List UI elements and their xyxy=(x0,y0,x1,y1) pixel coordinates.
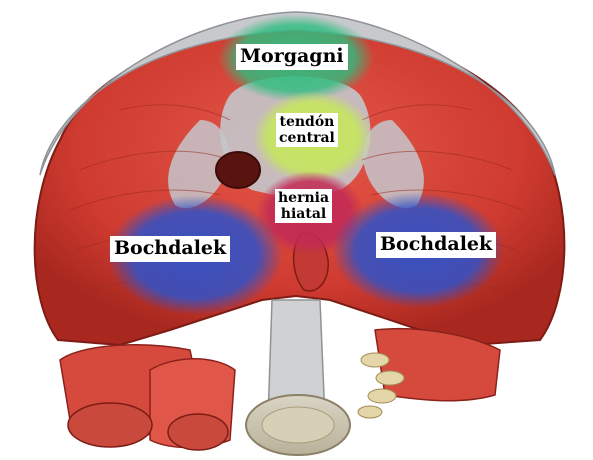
bochdalek-left-text: Bochdalek xyxy=(114,237,226,259)
hernia-hiatal-line-1: hernia xyxy=(278,190,329,206)
tendon-central-line-1: tendón xyxy=(279,114,335,130)
tendon-central-label: tendón central xyxy=(276,113,338,147)
morgagni-text: Morgagni xyxy=(240,45,344,67)
hernia-hiatal-line-2: hiatal xyxy=(278,206,329,222)
hernia-hiatal-label: hernia hiatal xyxy=(275,189,332,223)
morgagni-label: Morgagni xyxy=(236,44,348,70)
tendon-central-line-2: central xyxy=(279,130,335,146)
bochdalek-left-label: Bochdalek xyxy=(110,236,230,262)
bochdalek-right-label: Bochdalek xyxy=(376,232,496,258)
bochdalek-right-text: Bochdalek xyxy=(380,233,492,255)
